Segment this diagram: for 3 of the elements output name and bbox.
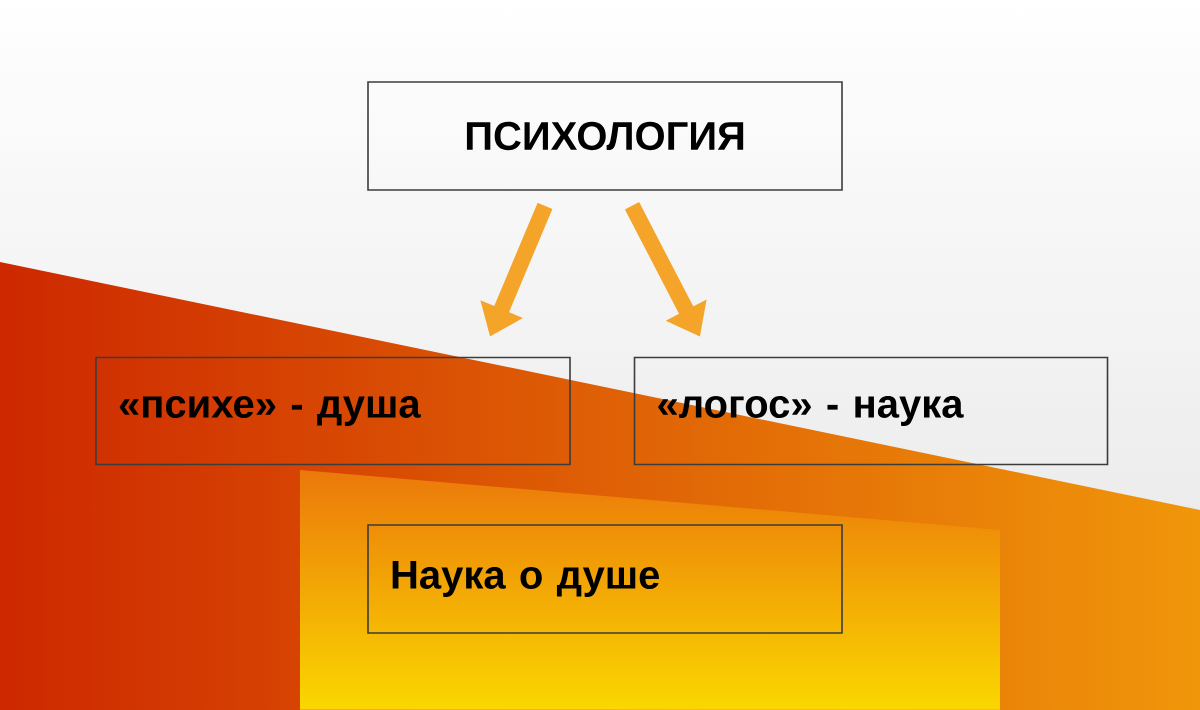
text-box: ПСИХОЛОГИЯ (367, 81, 843, 191)
text-box: «психе» - душа (95, 356, 571, 466)
text-box: Наука о душе (367, 524, 843, 634)
